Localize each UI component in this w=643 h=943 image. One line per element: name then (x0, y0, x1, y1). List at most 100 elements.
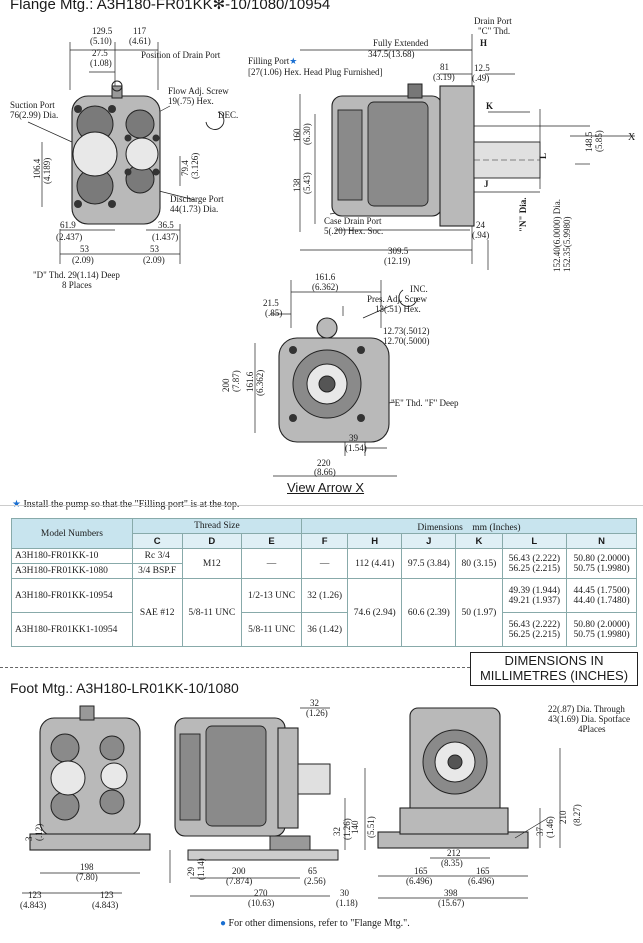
label-d-thread: "D" Thd. 29(1.14) Deep (33, 270, 120, 280)
cell-j: 60.6 (2.39) (401, 578, 457, 647)
dim-h: H (480, 38, 487, 48)
th-l: L (501, 533, 568, 549)
dim-198: 198 (80, 862, 94, 872)
dim-rear-161: 161.6 (315, 272, 336, 282)
dim-27-in: (1.08) (90, 58, 112, 68)
cell-f: 32 (1.26) (300, 578, 349, 613)
dim-138-in: (5.43) (302, 172, 312, 194)
flange-side-view: Drain Port "C" Thd. Fully Extended 347.5… (248, 16, 636, 272)
dim-l: L (538, 153, 548, 159)
dim-270-in: (10.63) (248, 898, 274, 908)
label-suction-dia: 76(2.99) Dia. (10, 110, 58, 120)
label-holes-3: 4Places (578, 724, 606, 734)
dim-rear-v161-in: (6.362) (255, 370, 265, 396)
dim-x: X (628, 132, 636, 143)
dim-rear-v161: 161.6 (245, 371, 255, 392)
dim-37-in: (1.46) (545, 816, 555, 838)
cell-model: A3H180-FR01KK-1080 (11, 563, 133, 579)
dim-138: 138 (292, 178, 302, 192)
dim-36: 36.5 (158, 220, 174, 230)
dim-53a-in: (2.09) (72, 255, 94, 265)
table-row: A3H180-FR01KK-1080 3/4 BSP.F (11, 563, 637, 579)
dim-117-in: (4.61) (129, 36, 151, 46)
cell-d: 5/8-11 UNC (181, 578, 243, 647)
dim-123b: 123 (100, 890, 114, 900)
spec-table: Model Numbers Thread Size Dimensions mm … (11, 518, 637, 647)
dim-foot-v32-in: (1.26) (342, 818, 352, 840)
dim-65: 65 (308, 866, 318, 876)
foot-note-text: For other dimensions, refer to "Flange M… (228, 918, 410, 929)
dim-foot-3-in: (.12) (34, 824, 44, 841)
dim-123a-in: (4.843) (20, 900, 46, 910)
dim-foot-v32: 32 (332, 827, 342, 836)
foot-mount-views: 3 (.12) 198 (7.80) 123 (4.843) 123 (4.84… (20, 698, 630, 910)
label-fully-extended: Fully Extended (373, 38, 429, 48)
cell-e: 5/8-11 UNC (241, 612, 302, 647)
th-j: J (401, 533, 457, 549)
label-pres-screw: Pres. Adj. Screw (367, 294, 427, 304)
units-box: DIMENSIONS IN MILLIMETRES (INCHES) (470, 652, 638, 686)
star-icon: ★ (12, 499, 21, 510)
flange-title: Flange Mtg.: A3H180-FR01KK✻-10/1080/1095… (10, 0, 331, 13)
cell-f: — (300, 548, 349, 579)
dim-160: 160 (292, 128, 302, 142)
th-h: H (347, 533, 403, 549)
dim-210: 210 (558, 810, 568, 824)
dim-212-in: (8.35) (441, 858, 463, 868)
dim-106: 106.4 (32, 158, 42, 179)
cell-l: 49.39 (1.944)49.21 (1.937) (501, 578, 568, 613)
dim-347: 347.5(13.68) (368, 49, 415, 59)
dim-79: 79.4 (180, 160, 190, 176)
dim-shaft-1: 152.40(6.0000) Dia. (552, 199, 562, 272)
th-d: D (181, 533, 243, 549)
label-holes-2: 43(1.69) Dia. Spotface (548, 714, 630, 724)
dim-61: 61.9 (60, 220, 76, 230)
label-discharge-dia: 44(1.73) Dia. (170, 204, 218, 214)
section-divider (0, 667, 470, 668)
dim-200-in: (7.87) (231, 370, 241, 392)
cell-h: 74.6 (2.94) (347, 578, 403, 647)
dim-29-in: (1.14) (196, 858, 206, 880)
label-discharge-port: Discharge Port (170, 194, 224, 204)
dim-12-in: (.49) (472, 73, 489, 83)
label-suction-port: Suction Port (10, 100, 55, 110)
bullet-icon: ● (220, 918, 227, 929)
dim-53b: 53 (150, 244, 160, 254)
label-inc: INC. (410, 284, 428, 294)
dim-36-in: (1.437) (152, 232, 178, 242)
flange-front-view: 129.5 (5.10) 117 (4.61) 27.5 (1.08) Posi… (10, 26, 238, 290)
units-line-1: DIMENSIONS IN (504, 653, 604, 668)
dim-k: K (486, 101, 493, 111)
dim-65-in: (2.56) (304, 876, 326, 886)
dim-79-in: (3.126) (190, 153, 200, 179)
dim-24: 24 (476, 220, 486, 230)
label-drain-thread: "C" Thd. (478, 26, 510, 36)
dim-foot-32-top-in: (1.26) (306, 708, 328, 718)
dim-foot-32-top: 32 (310, 698, 319, 708)
dim-220: 220 (317, 458, 331, 468)
cell-h: 112 (4.41) (347, 548, 403, 579)
dim-27: 27.5 (92, 48, 108, 58)
dim-309-in: (12.19) (384, 256, 410, 266)
dim-309: 309.5 (388, 246, 409, 256)
dim-30: 30 (340, 888, 350, 898)
th-f: F (300, 533, 349, 549)
cell-l: 56.43 (2.222)56.25 (2.215) (501, 612, 568, 647)
dim-160-in: (6.30) (302, 123, 312, 145)
dim-24-in: (.94) (472, 230, 489, 240)
dim-key-2: 12.70(.5000) (383, 336, 430, 346)
dim-30-in: (1.18) (336, 898, 358, 908)
dim-39-in: (1.54) (345, 443, 367, 453)
dim-n-dia: "N" Dia. (518, 198, 528, 233)
foot-note: ● For other dimensions, refer to "Flange… (220, 918, 410, 929)
label-holes-1: 22(.87) Dia. Through (548, 704, 625, 714)
install-note: ★ Install the pump so that the "Filling … (12, 499, 239, 510)
dim-270: 270 (254, 888, 268, 898)
label-drain-port: Drain Port (474, 16, 512, 26)
label-dec: DEC. (218, 110, 238, 120)
cell-k: 80 (3.15) (455, 548, 503, 579)
dim-29: 29 (186, 867, 196, 877)
th-k: K (455, 533, 503, 549)
th-dimensions: Dimensions mm (Inches) (301, 518, 637, 534)
install-note-text: Install the pump so that the "Filling po… (23, 499, 240, 510)
